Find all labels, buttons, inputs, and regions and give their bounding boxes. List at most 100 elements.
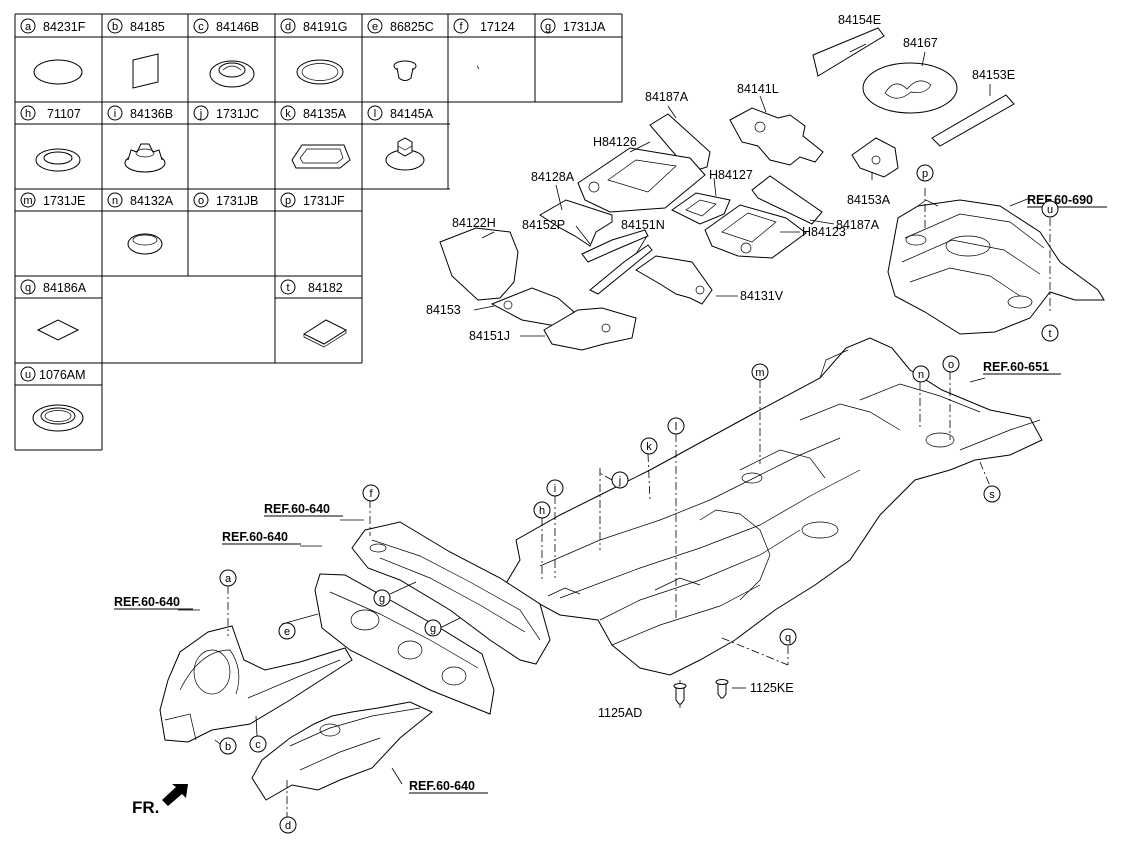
svg-text:o: o (948, 359, 954, 371)
svg-text:f: f (369, 488, 373, 500)
legend-cell-m: m 1731JE (20, 192, 85, 208)
front-side-member-left (159, 625, 353, 743)
part-label-84154E: 84154E (838, 13, 881, 27)
callout-b: b (219, 737, 237, 755)
callout-q: q (779, 628, 797, 646)
legend-code: 71107 (47, 107, 81, 121)
pad-84151N (589, 244, 653, 295)
part-label-84187A: 84187A (645, 90, 689, 104)
part-labels: 84154E 84167 84153E 84187A 84141L H84126… (426, 13, 1015, 720)
legend-letter: d (285, 21, 291, 33)
svg-text:n: n (918, 369, 924, 381)
callout-s: s (983, 485, 1001, 503)
part-label-84122H: 84122H (452, 216, 496, 230)
svg-text:g: g (379, 593, 385, 605)
legend-code: 84136B (130, 107, 173, 121)
pad-84187A-right (751, 175, 823, 225)
svg-text:j: j (618, 475, 621, 487)
part-label-84151J: 84151J (469, 329, 510, 343)
callout-l: l (667, 417, 685, 435)
legend-cell-q: q 84186A (20, 279, 87, 295)
pad-84167 (862, 62, 958, 114)
callouts: a b c d e f g g h i j k l m n o p q s t … (219, 164, 1059, 834)
legend-letter: i (114, 108, 116, 120)
legend-code: 1731JC (216, 107, 259, 121)
legend-letter: a (25, 21, 32, 33)
ring-plug-icon (296, 59, 344, 85)
callout-j: j (611, 471, 629, 489)
legend-code: 84132A (130, 194, 174, 208)
legend-cell-p: p 1731JF (280, 192, 345, 208)
callout-a: a (219, 569, 237, 587)
pad-84153A (851, 137, 899, 178)
legend-table (14, 13, 623, 451)
part-label-1125KE: 1125KE (750, 681, 794, 695)
part-label-84167: 84167 (903, 36, 938, 50)
cup-plug-icon (127, 233, 163, 255)
legend-code: 84135A (303, 107, 347, 121)
legend-letter: g (545, 21, 551, 33)
legend-code: 1731JF (303, 194, 345, 208)
legend-code: 84146B (216, 20, 259, 34)
part-label-84128A: 84128A (531, 170, 575, 184)
pad-square-icon (132, 53, 159, 89)
legend-letter: c (198, 21, 204, 33)
legend-letter: o (198, 195, 204, 207)
legend-cell-c: c 84146B (193, 18, 259, 34)
part-label-H84127: H84127 (709, 168, 753, 182)
legend-cell-u: u 1076AM (20, 366, 86, 382)
svg-text:m: m (755, 367, 764, 379)
legend-cell-f: f 17124 (453, 18, 515, 34)
insulation-pads (439, 27, 1015, 351)
legend-code: 84185 (130, 20, 165, 34)
pad-84131V (635, 255, 713, 305)
legend-letter: p (285, 195, 291, 207)
svg-text:e: e (284, 626, 290, 638)
callout-e: e (278, 622, 296, 640)
svg-text:d: d (285, 820, 291, 832)
star-grommet-icon (124, 143, 166, 173)
svg-text:g: g (430, 623, 436, 635)
svg-text:h: h (539, 505, 545, 517)
callout-m: m (751, 363, 769, 381)
leader-lines (178, 43, 1031, 785)
small-mark-icon (476, 65, 480, 70)
legend-code: 84186A (43, 281, 87, 295)
pad-84154E (812, 27, 885, 77)
rect-grommet-icon (291, 144, 351, 169)
part-label-84141L: 84141L (737, 82, 779, 96)
ref-label-60-640: REF.60-640 (264, 502, 330, 516)
pad-84122H (439, 227, 519, 301)
legend-code: 84145A (390, 107, 434, 121)
legend-letter: m (23, 195, 32, 207)
callout-c: c (249, 735, 267, 753)
ref-label-60-651: REF.60-651 (983, 360, 1049, 374)
legend-cell-o: o 1731JB (193, 192, 258, 208)
legend-code: 86825C (390, 20, 434, 34)
legend-code: 1731JB (216, 194, 258, 208)
callout-t: t (1041, 324, 1059, 342)
legend-cell-t: t 84182 (280, 279, 343, 295)
callout-d: d (279, 816, 297, 834)
legend-code: 17124 (480, 20, 515, 34)
part-label-84153A: 84153A (847, 193, 891, 207)
legend-drawings (32, 53, 480, 432)
front-arrow-icon (162, 784, 188, 806)
square-pad-icon (302, 319, 348, 348)
callout-i: i (546, 479, 564, 497)
cowl-panel (351, 521, 551, 665)
part-label-84187A: 84187A (836, 218, 880, 232)
ref-label-60-690: REF.60-690 (1027, 193, 1093, 207)
legend-cell-b: b 84185 (107, 18, 165, 34)
legend-code: 84191G (303, 20, 347, 34)
callout-o: o (942, 355, 960, 373)
callout-u: u (1041, 200, 1059, 218)
callout-k: k (640, 437, 658, 455)
svg-text:b: b (225, 741, 231, 753)
legend-letter: e (372, 21, 378, 33)
callout-g-lower: g (424, 619, 442, 637)
svg-text:u: u (1047, 204, 1053, 216)
legend-letter: k (285, 108, 291, 120)
ref-label-60-640: REF.60-640 (409, 779, 475, 793)
